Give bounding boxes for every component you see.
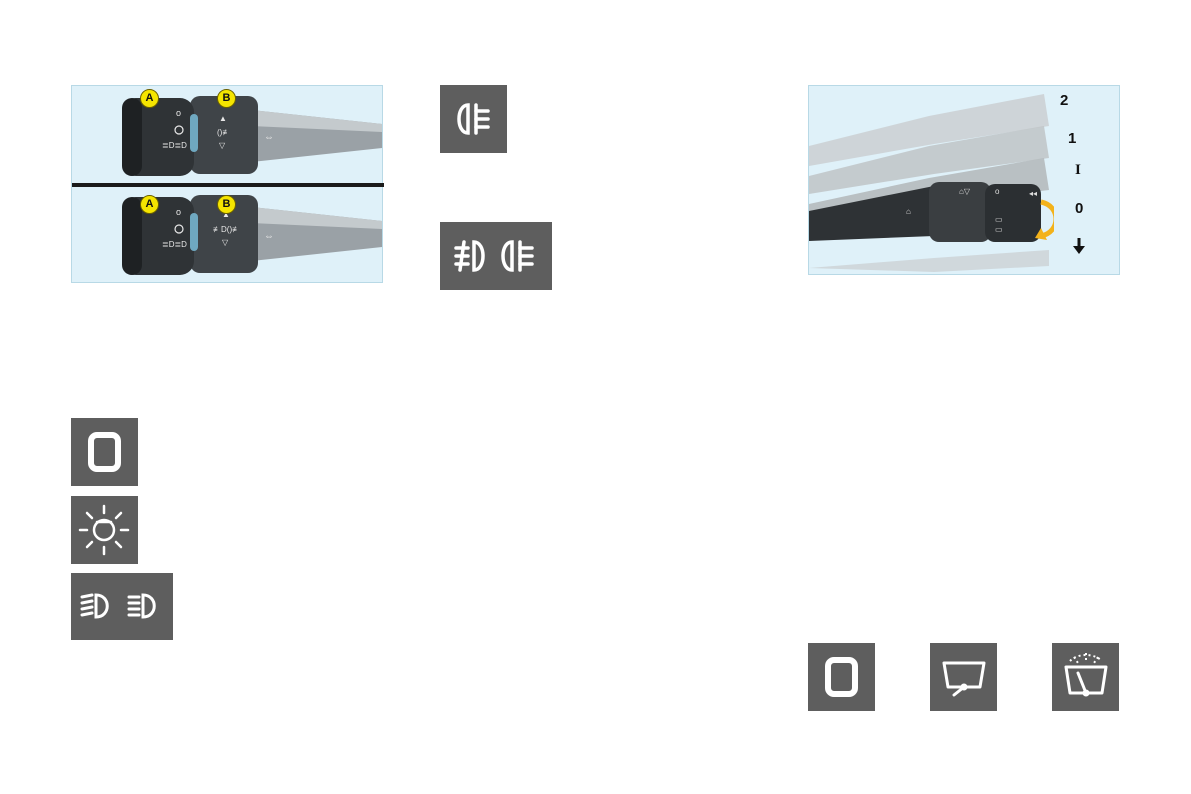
svg-text:o: o xyxy=(176,108,181,118)
svg-text:⇔: ⇔ xyxy=(264,132,274,143)
lighting-stalk-lower: o ≣D≣D ▲ ≢D()≢ ▽ ⇔ xyxy=(122,195,382,275)
wiper-off-icon xyxy=(808,643,875,711)
svg-text:▭: ▭ xyxy=(995,225,1003,234)
wiper-single-wipe-arrow-icon xyxy=(1073,238,1085,254)
callout-a-lower: A xyxy=(140,195,159,214)
wiper-position-intermittent: I xyxy=(1075,162,1081,178)
wiper-position-2: 2 xyxy=(1060,92,1069,109)
sidelamps-icon xyxy=(71,496,138,564)
rear-fog-lamp-icon xyxy=(440,85,507,153)
wiper-stalk-illustration: ⌂▽ o ⌂ ▭ ▭ ◂◂ 2 1 I 0 xyxy=(808,85,1120,275)
illustration-divider xyxy=(72,183,384,187)
svg-text:▲: ▲ xyxy=(219,114,227,123)
lighting-stalk-illustration: o ≣D≣D ▲ ()≢ ▽ ⇔ o ≣D≣D ▲ ≢D()≢ ▽ ⇔ A B … xyxy=(71,85,384,283)
wiper-position-1: 1 xyxy=(1068,130,1077,147)
dipped-and-main-beam-icon xyxy=(71,573,173,640)
svg-text:≢D()≢: ≢D()≢ xyxy=(213,225,240,234)
callout-b-lower: B xyxy=(217,195,236,214)
svg-text:▽: ▽ xyxy=(219,141,226,150)
single-wipe-icon xyxy=(930,643,997,711)
lighting-stalk-upper: o ≣D≣D ▲ ()≢ ▽ ⇔ xyxy=(122,96,382,176)
svg-text:o: o xyxy=(995,187,1000,196)
svg-text:▽: ▽ xyxy=(222,238,229,247)
svg-text:o: o xyxy=(176,207,181,217)
svg-text:◂◂: ◂◂ xyxy=(1029,189,1037,198)
svg-text:▲: ▲ xyxy=(222,210,230,219)
wiper-position-0: 0 xyxy=(1075,200,1084,217)
front-and-rear-fog-lamps-icon xyxy=(440,222,552,290)
svg-text:▭: ▭ xyxy=(995,215,1003,224)
svg-text:⇔: ⇔ xyxy=(264,231,274,242)
callout-b-upper: B xyxy=(217,89,236,108)
wiper-stalk-graphic: ⌂▽ o ⌂ ▭ ▭ ◂◂ xyxy=(809,94,1054,272)
callout-a-upper: A xyxy=(140,89,159,108)
off-icon xyxy=(71,418,138,486)
svg-text:≣D≣D: ≣D≣D xyxy=(162,240,187,249)
wash-wipe-icon xyxy=(1052,643,1119,711)
svg-text:⌂: ⌂ xyxy=(906,207,911,216)
svg-text:⌂▽: ⌂▽ xyxy=(959,187,971,196)
svg-text:()≢: ()≢ xyxy=(217,128,230,137)
svg-text:≣D≣D: ≣D≣D xyxy=(162,141,187,150)
